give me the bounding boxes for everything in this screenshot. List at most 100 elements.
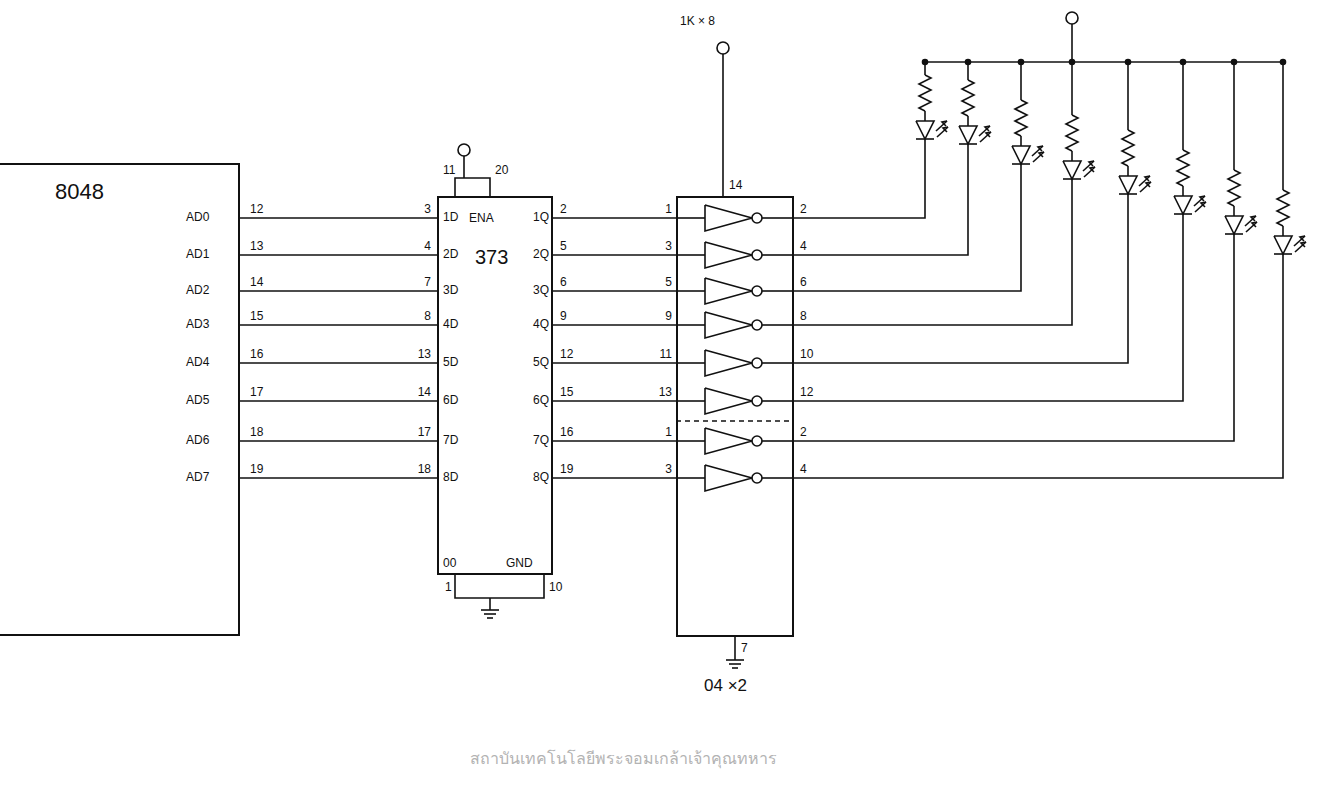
led-lead [1071,151,1073,161]
inverter-symbol [705,388,752,414]
led-lead [967,116,969,126]
inverter-input-wire [676,324,705,326]
light-arrow [1083,161,1094,171]
supply-wire [455,178,490,196]
ground-symbol [729,663,741,665]
light-arrow [1033,152,1044,162]
inverter-bubble [752,358,762,368]
pin-number: 18 [250,425,263,439]
pin-name: 3Q [533,283,549,297]
pin-number: 10 [800,347,813,361]
cathode-wire [794,164,1021,291]
light-arrow [1089,161,1094,166]
light-arrow [1139,176,1150,186]
signal-wire [553,217,676,219]
inverter-symbol [705,205,752,231]
light-arrow [1294,236,1305,246]
ground-symbol [487,617,493,619]
inverter-bubble [752,436,762,446]
pin-number: 13 [250,239,263,253]
pin-name: 7D [443,433,458,447]
watermark: สถาบันเทคโนโลยีพระจอมเกล้าเจ้าคุณทหาร [470,752,777,766]
light-arrow [1251,216,1256,221]
led-lead [1182,186,1184,196]
pin-number: 19 [560,462,573,476]
led-lead [1233,206,1235,216]
pin-name: 5Q [533,355,549,369]
light-arrow [1195,202,1206,212]
inverter-symbol [705,350,752,376]
pin-number: 12 [800,385,813,399]
cathode-wire [794,139,925,218]
led-symbol [1274,236,1292,254]
signal-wire [553,290,676,292]
resistor-lead [1020,62,1022,100]
inverter-symbol [705,428,752,454]
resistor-symbol [1277,190,1289,226]
chip-name: 8048 [55,179,104,205]
inverter-input-wire [676,477,705,479]
signal-wire [240,362,437,364]
cathode-wire [794,179,1072,325]
light-arrow [985,126,990,131]
pin-name: 00 [443,556,456,570]
light-arrow [1246,222,1257,232]
inverter-input-wire [676,254,705,256]
cathode-wire [794,194,1128,363]
resistor-symbol [919,75,931,111]
supply-wire [463,156,465,178]
pin-number: 1 [665,202,672,216]
pin-name: 2Q [533,247,549,261]
pin-number: 14 [729,178,742,192]
light-arrow [1200,196,1205,201]
light-arrow [1201,202,1206,207]
pin-name: AD1 [186,247,209,261]
inverter-symbol [705,242,752,268]
package-divider [676,420,794,422]
pin-name: AD5 [186,393,209,407]
pin-number: 20 [495,163,508,177]
pin-name: 1D [443,210,458,224]
led-lead [1127,166,1129,176]
resistor-symbol [1177,150,1189,186]
inverter-input-wire [676,217,705,219]
pin-number: 7 [741,641,748,655]
pin-number: 14 [250,275,263,289]
light-arrow [943,127,948,132]
pin-number: 5 [560,239,567,253]
pin-number: 8 [800,309,807,323]
pin-number: 12 [560,347,573,361]
signal-wire [553,477,676,479]
pin-number: 19 [250,462,263,476]
resistor-lead [1127,62,1129,130]
signal-wire [553,440,676,442]
light-arrow [979,126,990,136]
resistor-symbol [1015,100,1027,136]
led-lead [1020,136,1022,146]
pin-number: 4 [800,239,807,253]
pin-number: 9 [665,309,672,323]
pin-number: 12 [250,202,263,216]
inverter-symbol [705,312,752,338]
light-arrow [1295,242,1306,252]
pin-number: 7 [424,275,431,289]
led-symbol [1063,161,1081,179]
chip-box: 04 ×2 [676,196,794,637]
pin-name: 3D [443,283,458,297]
chip-name: 373 [475,246,508,269]
pin-name: 8Q [533,470,549,484]
signal-wire [553,324,676,326]
resistor-lead [1233,62,1235,170]
led-symbol [959,126,977,144]
inverter-output-wire [762,254,794,256]
signal-wire [240,477,437,479]
light-arrow [1252,222,1257,227]
pin-number: 17 [418,425,431,439]
pin-name: 8D [443,470,458,484]
light-arrow [986,132,991,137]
inverter-bubble [752,473,762,483]
pin-number: 13 [659,385,672,399]
pin-number: 1 [665,425,672,439]
ground-wire [455,575,544,598]
light-arrow [1194,196,1205,206]
